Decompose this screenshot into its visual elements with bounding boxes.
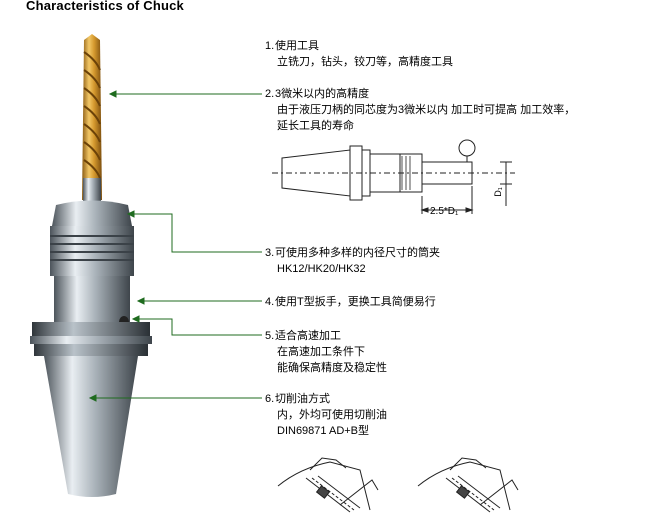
feature-5: 5.适合高速加工 在高速加工条件下 能确保高精度及稳定性 xyxy=(265,328,387,376)
feature-number: 6. xyxy=(265,393,275,405)
feature-heading: 适合高速加工 xyxy=(275,330,341,342)
feature-heading: 可使用多种多样的内径尺寸的筒夹 xyxy=(275,247,440,259)
feature-line: 延长工具的寿命 xyxy=(277,120,354,132)
feature-heading: 使用工具 xyxy=(275,40,319,52)
feature-line: 立铣刀，钻头，铰刀等，高精度工具 xyxy=(277,56,453,68)
feature-3: 3.可使用多种多样的内径尺寸的筒夹 HK12/HK20/HK32 xyxy=(265,245,440,277)
coolant-diagram-internal xyxy=(277,457,379,513)
feature-heading: 切削油方式 xyxy=(275,393,330,405)
feature-line: 能确保高精度及稳定性 xyxy=(277,362,387,374)
feature-1: 1.使用工具 立铣刀，钻头，铰刀等，高精度工具 xyxy=(265,38,453,70)
feature-heading: 3微米以内的高精度 xyxy=(275,88,370,100)
feature-number: 4. xyxy=(265,296,275,308)
feature-number: 3. xyxy=(265,247,275,259)
feature-line: 内，外均可使用切削油 xyxy=(277,409,387,421)
leader-lines xyxy=(88,90,262,402)
chuck-body xyxy=(30,200,152,497)
feature-line: 由于液压刀柄的同芯度为3微米以内 加工时可提高 加工效率， xyxy=(277,104,576,116)
feature-number: 5. xyxy=(265,330,275,342)
runout-diagram xyxy=(272,139,515,214)
feature-6: 6.切削油方式 内，外均可使用切削油 DIN69871 AD+B型 xyxy=(265,391,387,439)
feature-number: 1. xyxy=(265,40,275,52)
dimension-label: 2.5*D₁ xyxy=(430,206,459,217)
feature-heading: 使用T型扳手，更换工具简便易行 xyxy=(275,296,436,308)
diameter-label: D₁ xyxy=(492,187,503,197)
feature-line: HK12/HK20/HK32 xyxy=(277,263,366,275)
coolant-diagram-external xyxy=(417,457,519,513)
feature-number: 2. xyxy=(265,88,275,100)
feature-2: 2.3微米以内的高精度 由于液压刀柄的同芯度为3微米以内 加工时可提高 加工效率… xyxy=(265,86,575,134)
feature-line: 在高速加工条件下 xyxy=(277,346,365,358)
page-title: Characteristics of Chuck xyxy=(26,0,184,13)
feature-line: DIN69871 AD+B型 xyxy=(277,425,370,437)
feature-4: 4.使用T型扳手，更换工具简便易行 xyxy=(265,294,436,310)
drill-bit xyxy=(82,34,102,202)
